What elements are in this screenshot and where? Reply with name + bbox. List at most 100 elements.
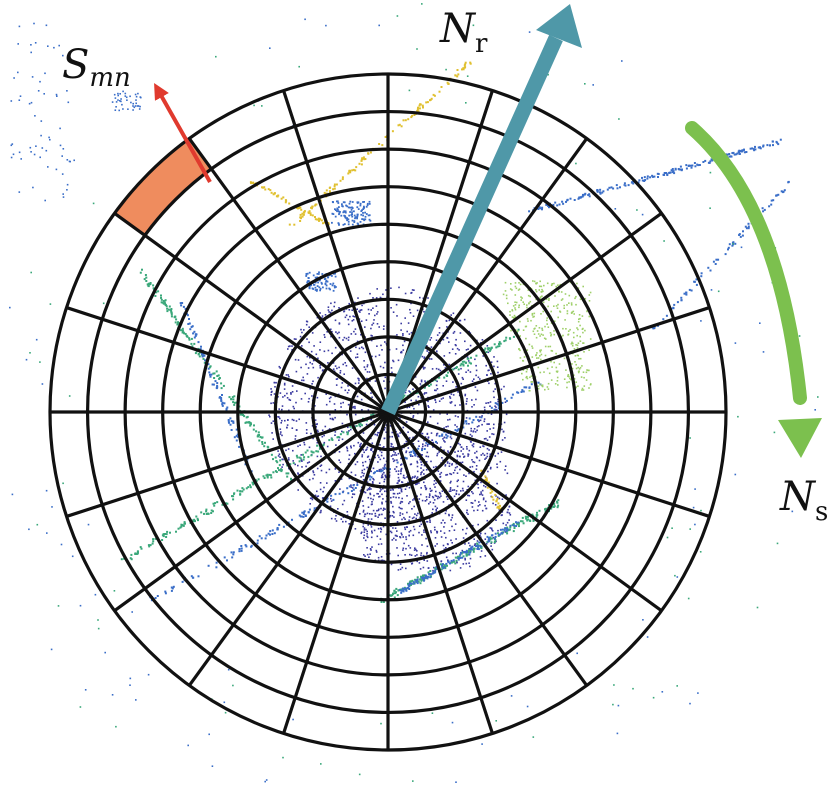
point <box>745 227 748 230</box>
point <box>409 529 412 532</box>
point <box>286 424 289 426</box>
point <box>270 453 273 456</box>
point <box>359 202 362 205</box>
point <box>450 519 452 521</box>
point <box>509 314 511 316</box>
point <box>329 190 331 193</box>
point <box>445 320 448 322</box>
point <box>301 379 303 382</box>
point <box>199 348 202 351</box>
point <box>416 582 419 585</box>
point <box>572 310 575 313</box>
point <box>531 381 533 383</box>
point <box>477 419 480 422</box>
point <box>536 330 539 332</box>
point <box>500 388 503 391</box>
point <box>403 588 406 591</box>
point <box>381 469 384 472</box>
point <box>301 460 303 462</box>
point <box>402 476 405 479</box>
point <box>434 529 436 531</box>
point <box>351 496 353 499</box>
point <box>147 544 150 547</box>
point <box>570 343 573 345</box>
point <box>449 418 451 421</box>
point <box>405 526 408 528</box>
point <box>380 531 382 533</box>
point <box>409 547 412 549</box>
point <box>411 455 414 457</box>
point <box>283 384 286 386</box>
point <box>407 447 410 449</box>
point <box>256 542 259 545</box>
point <box>643 176 646 179</box>
point <box>693 280 696 283</box>
point <box>453 560 456 563</box>
point <box>456 75 459 78</box>
point <box>475 456 478 458</box>
point <box>539 349 541 352</box>
point <box>351 320 354 322</box>
point <box>378 482 381 484</box>
point <box>408 534 410 537</box>
point <box>487 536 490 539</box>
point <box>331 352 333 355</box>
point <box>428 358 431 360</box>
point <box>496 409 498 412</box>
point <box>39 156 41 159</box>
point <box>469 61 472 64</box>
point <box>485 364 487 367</box>
point <box>363 534 366 537</box>
point <box>409 553 411 556</box>
point <box>308 326 310 328</box>
point <box>497 452 499 455</box>
point <box>325 279 328 282</box>
point <box>738 151 740 154</box>
point <box>285 199 288 202</box>
point <box>347 223 350 226</box>
point <box>213 504 216 507</box>
point <box>329 311 332 314</box>
point <box>372 413 375 416</box>
point <box>419 582 422 585</box>
point <box>428 351 430 354</box>
point <box>331 221 333 224</box>
point <box>356 353 359 355</box>
point <box>347 426 349 429</box>
point <box>370 488 372 490</box>
point <box>202 357 205 360</box>
point <box>307 401 310 403</box>
point <box>491 548 494 551</box>
point <box>434 505 437 508</box>
point <box>201 354 204 357</box>
point <box>328 397 331 400</box>
point <box>464 543 466 545</box>
point <box>550 333 553 336</box>
point <box>341 176 344 179</box>
point <box>378 470 380 472</box>
point <box>347 431 349 434</box>
point <box>10 144 13 147</box>
point <box>359 221 362 223</box>
point <box>556 204 559 207</box>
point <box>449 395 451 398</box>
point <box>452 381 454 383</box>
point <box>694 165 697 168</box>
point <box>404 518 406 520</box>
point <box>469 550 472 553</box>
point <box>510 329 512 332</box>
point <box>261 436 264 439</box>
point <box>571 367 574 370</box>
point <box>526 349 529 351</box>
point <box>469 565 471 568</box>
point <box>540 291 543 293</box>
point <box>291 391 294 393</box>
point <box>420 467 422 469</box>
point <box>486 486 489 489</box>
point <box>578 358 580 360</box>
point <box>275 381 277 384</box>
point <box>642 619 644 621</box>
point <box>380 476 383 479</box>
point <box>588 369 590 372</box>
point <box>312 359 315 362</box>
